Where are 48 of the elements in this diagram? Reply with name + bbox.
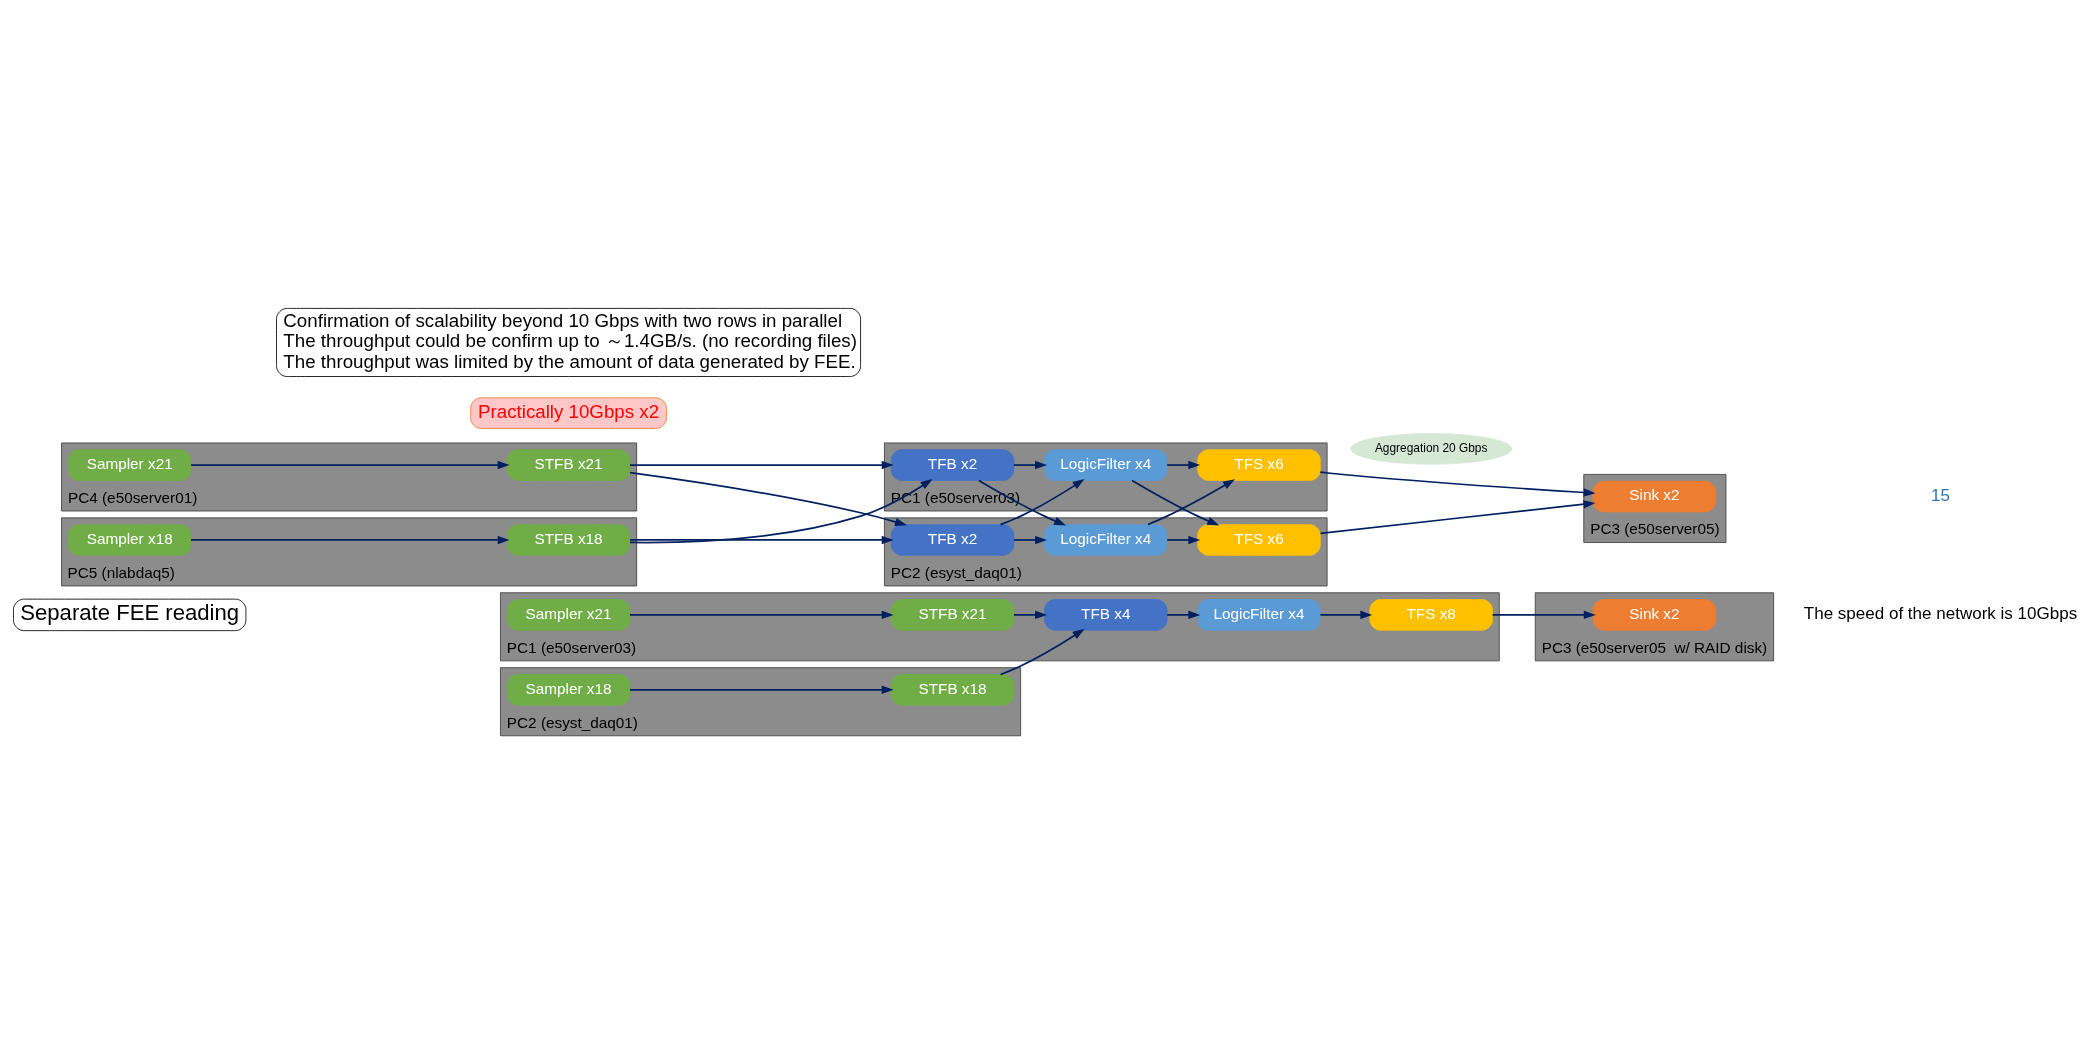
node-box: TFS x8 <box>1369 598 1493 631</box>
arrow <box>1166 460 1201 469</box>
node-box: TFB x2 <box>890 523 1015 556</box>
node-box: TFS x6 <box>1197 523 1321 556</box>
arrow <box>1013 460 1048 469</box>
arrow <box>1166 535 1201 544</box>
arrow <box>629 685 894 694</box>
node-box: Sink x2 <box>1592 480 1717 512</box>
node-ellipse: Aggregation 20 Gbps <box>1350 432 1513 465</box>
node-box: STFB x21 <box>506 448 631 481</box>
node-box: LogicFilter x4 <box>1044 448 1168 481</box>
node-box: TFB x4 <box>1044 598 1168 631</box>
arrow <box>999 478 1085 525</box>
label: 15 <box>1931 485 1950 505</box>
node-box: STFB x18 <box>506 523 631 556</box>
arrow <box>1166 610 1201 619</box>
arrow <box>1491 610 1596 619</box>
arrow <box>629 535 894 544</box>
node-box: LogicFilter x4 <box>1044 523 1168 556</box>
node-box: TFS x6 <box>1197 448 1321 481</box>
arrow <box>1147 478 1235 525</box>
node-box: Sink x2 <box>1592 598 1717 631</box>
arrow <box>1013 610 1048 619</box>
node-box: TFB x2 <box>890 448 1015 481</box>
node-box: Sampler x21 <box>506 598 631 631</box>
node-box: Practically 10Gbps x2 <box>470 396 667 429</box>
arrow <box>977 479 1066 526</box>
arrow <box>999 628 1085 675</box>
arrow <box>1319 610 1373 619</box>
arrow <box>190 460 510 469</box>
arrow <box>629 610 894 619</box>
node-box: Sampler x18 <box>506 673 631 706</box>
node-box: LogicFilter x4 <box>1197 598 1321 631</box>
arrow <box>1013 535 1048 544</box>
node-box: STFB x18 <box>890 673 1015 706</box>
arrow <box>629 478 933 543</box>
arrow <box>1319 499 1596 534</box>
label: The speed of the network is 10Gbps <box>1803 603 2078 623</box>
node-box: Confirmation of scalability beyond 10 Gbps with two rows in parallel The throughput could be confirm up to ～1.4GB/s. (no recording files) The throughput was limited by the amount of data generated by FEE. <box>276 307 861 377</box>
arrow <box>1131 479 1220 526</box>
node-box: STFB x21 <box>890 598 1015 631</box>
arrow <box>629 460 894 469</box>
arrow <box>190 535 510 544</box>
node-box: Separate FEE reading <box>13 598 247 631</box>
arrow <box>629 471 907 526</box>
node-box: Sampler x18 <box>67 523 192 556</box>
node-box: Sampler x21 <box>67 448 192 481</box>
arrow <box>1319 470 1596 497</box>
